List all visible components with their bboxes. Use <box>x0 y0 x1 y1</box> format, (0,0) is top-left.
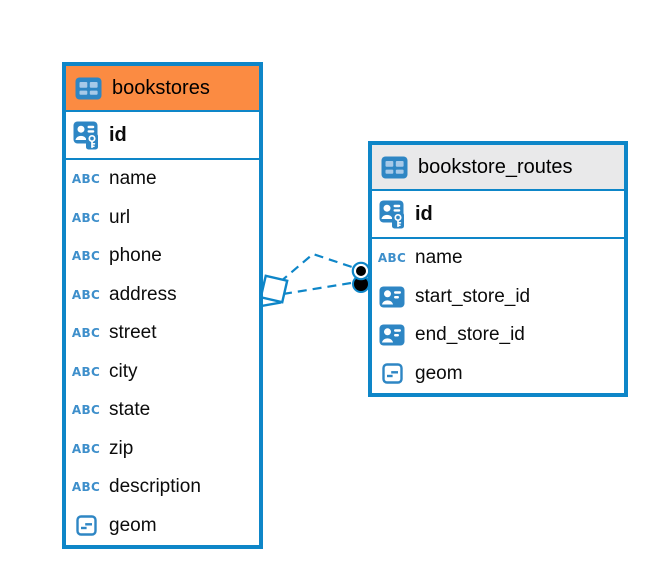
text-type-icon: ABC <box>71 210 101 225</box>
column-name: geom <box>415 362 463 384</box>
column-row[interactable]: start_store_id <box>372 278 624 317</box>
table-bookstores[interactable]: bookstores id ABC name A <box>62 62 263 549</box>
table-bookstore-routes-header[interactable]: bookstore_routes <box>372 145 624 191</box>
column-row[interactable]: ABC state <box>66 391 259 430</box>
column-name: url <box>109 206 131 228</box>
text-type-icon: ABC <box>71 480 101 495</box>
table-title: bookstore_routes <box>418 155 573 178</box>
relationship-line[interactable] <box>279 252 353 283</box>
foreign-key-icon <box>377 286 407 308</box>
column-row[interactable]: ABC url <box>66 199 259 238</box>
column-name: geom <box>109 514 157 536</box>
primary-key-icon <box>377 200 407 229</box>
primary-key-icon <box>71 121 101 150</box>
table-icon <box>73 77 103 100</box>
relationship-lines[interactable] <box>279 252 353 296</box>
text-type-icon: ABC <box>71 441 101 456</box>
text-type-icon: ABC <box>71 287 101 302</box>
column-row-pk[interactable]: id <box>372 191 624 239</box>
text-type-icon: ABC <box>71 403 101 418</box>
column-name: state <box>109 399 151 421</box>
table-title: bookstores <box>112 76 210 99</box>
column-name: name <box>109 168 157 190</box>
column-row[interactable]: ABC name <box>66 160 259 199</box>
geometry-type-icon <box>377 363 407 384</box>
text-type-icon: ABC <box>71 326 101 341</box>
column-name: description <box>109 476 201 498</box>
column-row-pk[interactable]: id <box>66 112 259 160</box>
column-name: id <box>109 123 127 146</box>
column-name: name <box>415 247 463 269</box>
column-row[interactable]: ABC city <box>66 353 259 392</box>
column-row[interactable]: ABC address <box>66 276 259 315</box>
column-row[interactable]: ABC zip <box>66 430 259 469</box>
relationship-target-anchor-circles[interactable] <box>351 261 371 293</box>
column-name: address <box>109 283 177 305</box>
column-name: phone <box>109 245 162 267</box>
text-type-icon: ABC <box>71 249 101 264</box>
column-name: zip <box>109 437 134 459</box>
text-type-icon: ABC <box>71 172 101 187</box>
text-type-icon: ABC <box>71 364 101 379</box>
column-row[interactable]: geom <box>372 355 624 394</box>
column-name: street <box>109 322 157 344</box>
column-name: start_store_id <box>415 285 531 307</box>
column-row[interactable]: ABC name <box>372 239 624 278</box>
column-row[interactable]: ABC description <box>66 468 259 507</box>
geometry-type-icon <box>71 515 101 536</box>
table-bookstore-routes[interactable]: bookstore_routes id ABC name <box>368 141 628 397</box>
column-row[interactable]: ABC phone <box>66 237 259 276</box>
column-row[interactable]: end_store_id <box>372 316 624 355</box>
column-row[interactable]: geom <box>66 507 259 546</box>
table-bookstores-header[interactable]: bookstores <box>66 66 259 112</box>
relationship-line[interactable] <box>282 281 352 296</box>
column-name: city <box>109 360 138 382</box>
table-icon <box>379 156 409 179</box>
column-name: id <box>415 202 433 225</box>
foreign-key-icon <box>377 324 407 346</box>
text-type-icon: ABC <box>377 251 407 266</box>
column-name: end_store_id <box>415 324 525 346</box>
column-row[interactable]: ABC street <box>66 314 259 353</box>
